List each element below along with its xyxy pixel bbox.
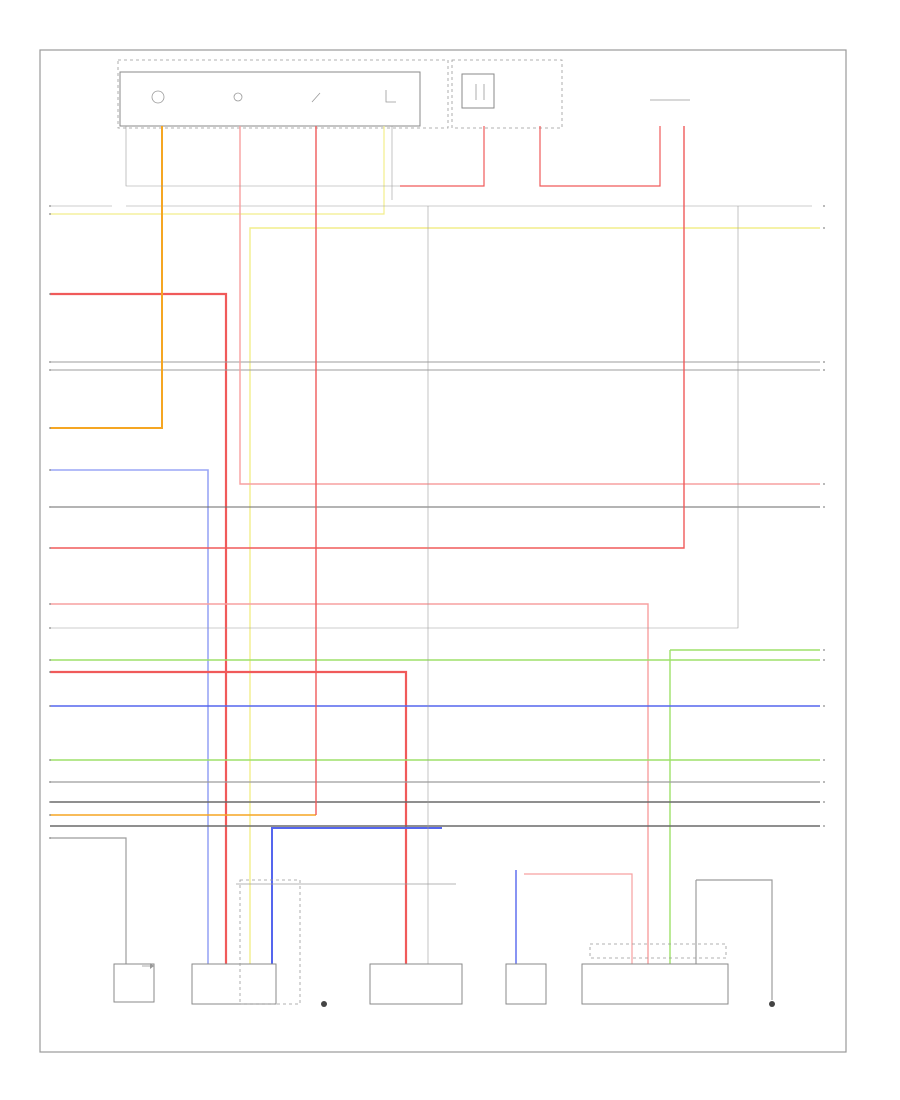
wire-gray-32	[696, 879, 773, 1000]
sensor-2	[369, 963, 463, 1005]
connector-pin-19	[823, 205, 825, 207]
wire-yellow-0	[50, 126, 385, 215]
instrument-cluster	[117, 59, 449, 129]
connector-pin-12	[49, 671, 51, 673]
wire-green-14	[669, 649, 820, 966]
connector-pin-25	[823, 649, 825, 651]
connector-pin-3	[49, 361, 51, 363]
wire-red-3	[50, 292, 228, 970]
wire-red-10	[50, 126, 685, 549]
connector-pin-10	[49, 627, 51, 629]
connector-pin-13	[49, 705, 51, 707]
connector-pin-31	[823, 825, 825, 827]
wire-red-15	[50, 670, 408, 966]
connector-pin-14	[49, 759, 51, 761]
wire-orange-6	[50, 126, 163, 429]
connector-pin-23	[823, 483, 825, 485]
wire-light-blue-7	[50, 469, 209, 970]
fuse-box	[451, 59, 563, 129]
connector-pin-15	[49, 781, 51, 783]
connector-pin-20	[823, 227, 825, 229]
connector-pin-29	[823, 781, 825, 783]
connector-pin-5	[49, 427, 51, 429]
connector-pin-18	[49, 837, 51, 839]
connector-pin-7	[49, 506, 51, 508]
connector-pin-26	[823, 659, 825, 661]
diagram-frame	[39, 49, 847, 1053]
connector-pin-24	[823, 506, 825, 508]
wire-red-25	[400, 126, 485, 187]
connector-pin-9	[49, 603, 51, 605]
wire-gray-12	[50, 206, 739, 629]
connector-pin-22	[823, 369, 825, 371]
connector-pin-8	[49, 547, 51, 549]
connector-pin-6	[49, 469, 51, 471]
sensor-1	[191, 879, 301, 1005]
relay	[505, 963, 547, 1005]
wire-pink-31	[524, 873, 633, 966]
connector-pin-27	[823, 705, 825, 707]
wire-red-27	[539, 126, 661, 187]
connector-pin-11	[49, 659, 51, 661]
connector-pin-2	[49, 293, 51, 295]
connector-pin-21	[823, 361, 825, 363]
wires	[49, 126, 825, 1000]
connector-pin-16	[49, 801, 51, 803]
wire-yellow-1	[249, 227, 820, 1000]
connector-pin-28	[823, 759, 825, 761]
wire-gray-26	[125, 126, 400, 187]
connector-pin-4	[49, 369, 51, 371]
wire-pink-11	[50, 603, 649, 966]
wire-gray-24	[50, 837, 127, 966]
connector-pin-30	[823, 801, 825, 803]
wire-blue-23	[271, 827, 442, 970]
wire-pink-8	[239, 126, 820, 485]
connector-pin-17	[49, 814, 51, 816]
control-module	[581, 943, 729, 1005]
connector-pin-1	[49, 213, 51, 215]
connector-pin-0	[49, 205, 51, 207]
capacitor	[113, 963, 155, 1003]
ground-a	[321, 1001, 327, 1007]
ground-b	[769, 1001, 775, 1007]
